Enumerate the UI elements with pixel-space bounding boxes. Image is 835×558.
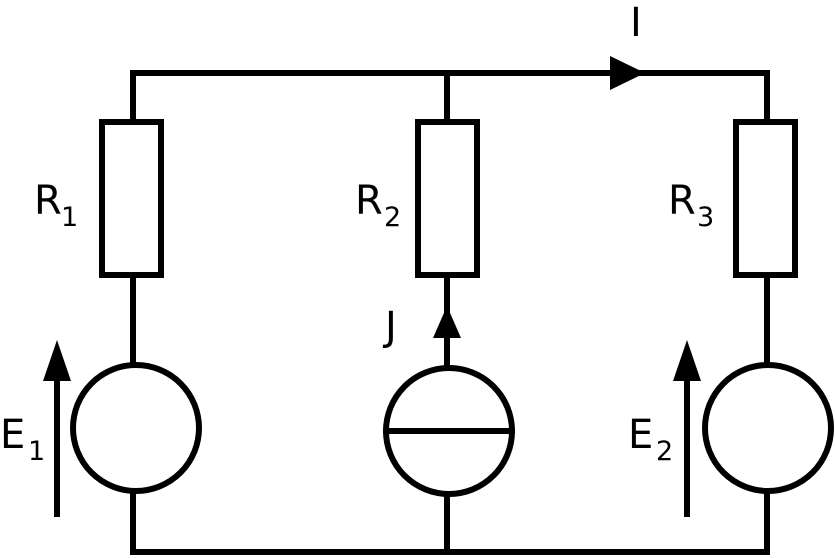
current-arrow-i-icon [610,56,645,90]
label-j: J [382,304,397,350]
label-r2: R [355,178,383,224]
label-e1-sub: 1 [28,436,45,467]
label-r3-sub: 3 [697,202,714,233]
label-e1: E [0,412,25,458]
voltage-source-e2 [702,362,834,494]
resistor-r2 [415,119,480,278]
label-e2-sub: 2 [656,436,673,467]
label-r1: R [34,178,62,224]
label-r2-sub: 2 [384,202,401,233]
current-arrow-j-icon [433,306,461,338]
voltage-source-e1 [70,362,202,494]
resistor-r3 [733,119,798,278]
emf-arrow-e2-icon [673,340,701,381]
emf-arrow-e1-icon [43,340,71,381]
label-r3: R [668,178,696,224]
label-r1-sub: 1 [61,202,78,233]
resistor-r1 [99,119,164,278]
label-current-i: I [630,0,642,46]
label-e2: E [628,412,653,458]
